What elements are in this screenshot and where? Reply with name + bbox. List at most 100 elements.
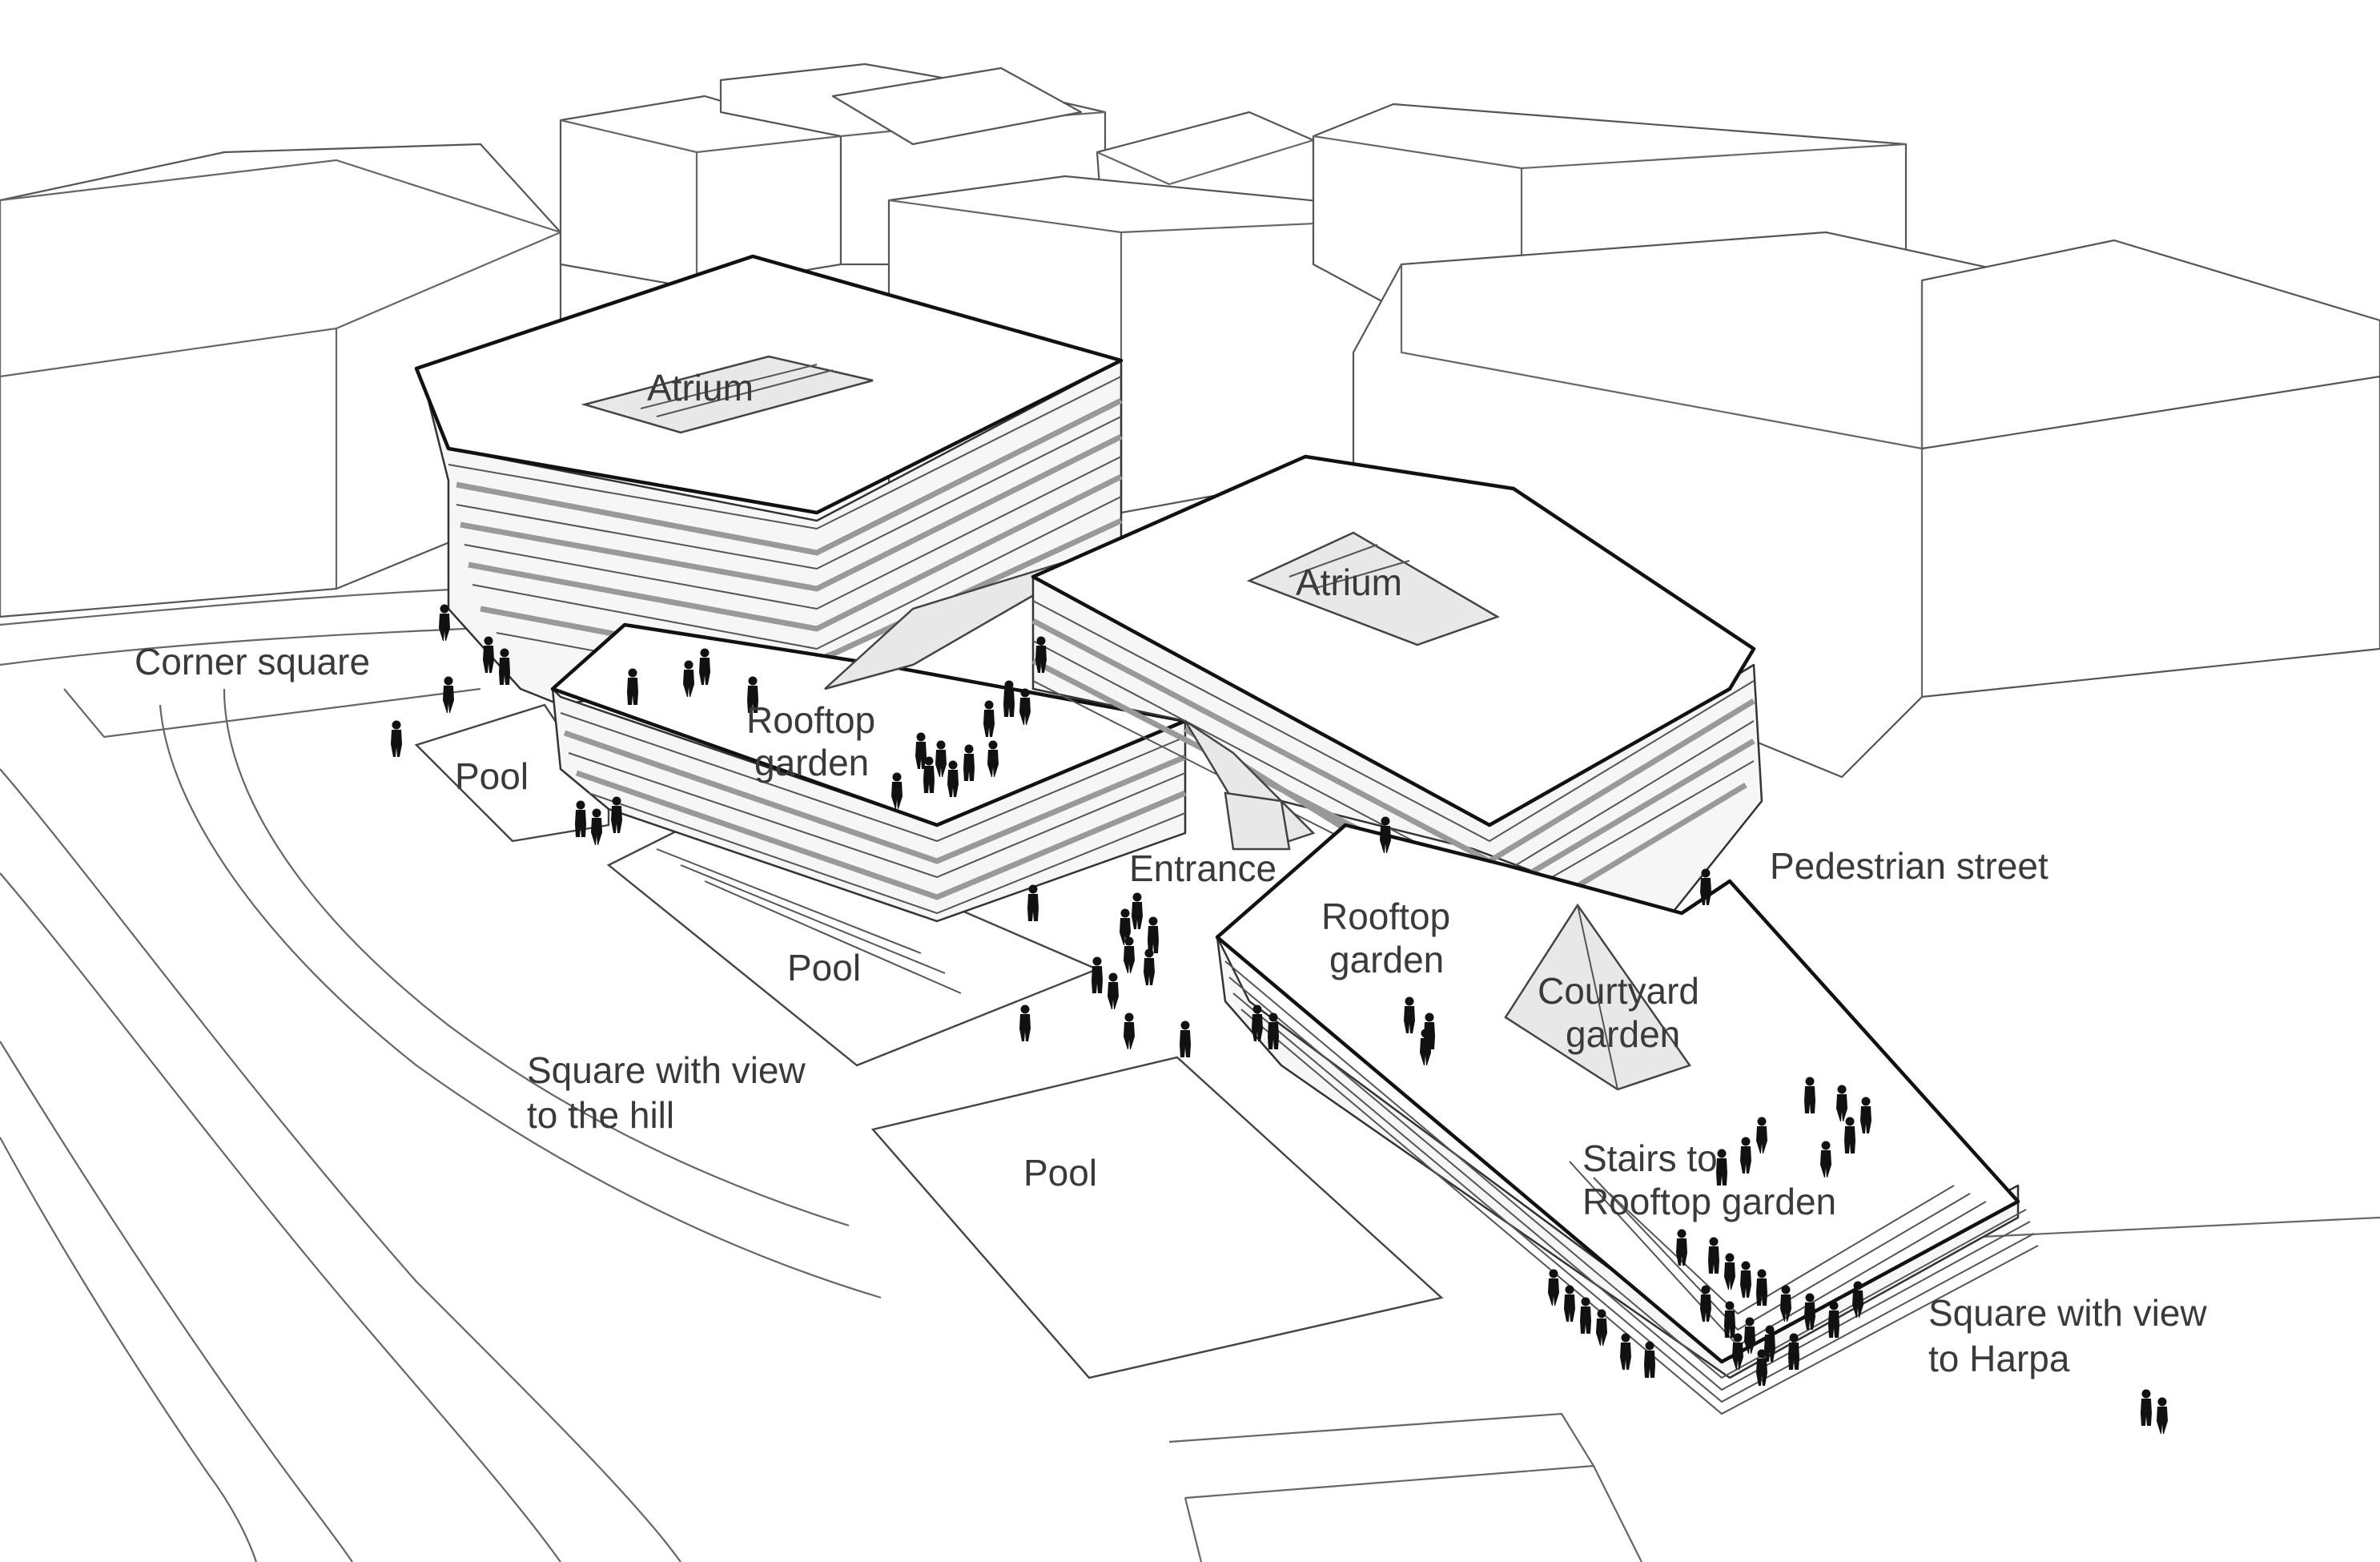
label-entrance: Entrance — [1129, 847, 1276, 889]
person-figure — [1596, 1309, 1607, 1346]
person-figure — [1644, 1341, 1655, 1378]
person-figure — [443, 676, 454, 713]
person-figure — [891, 772, 903, 809]
person-figure — [923, 756, 935, 793]
person-figure — [2157, 1397, 2168, 1434]
person-figure — [1404, 996, 1415, 1033]
label-rooftop-garden-right-2: garden — [1329, 939, 1444, 980]
person-figure — [699, 648, 710, 685]
person-figure — [499, 648, 510, 685]
person-figure — [915, 732, 927, 769]
person-figure — [1700, 1285, 1711, 1322]
labels: Atrium Atrium Corner square Pool Rooftop… — [135, 367, 2207, 1379]
person-figure — [1132, 892, 1143, 929]
label-pool-middle: Pool — [787, 947, 861, 988]
label-pool-large: Pool — [1023, 1152, 1097, 1194]
person-figure — [2141, 1389, 2152, 1426]
person-figure — [1144, 948, 1155, 985]
left-low-facade-bands — [560, 712, 1187, 915]
person-figure — [1420, 1029, 1431, 1065]
label-pool-small: Pool — [455, 755, 529, 797]
label-square-harpa-2: to Harpa — [1928, 1338, 2070, 1379]
person-figure — [1003, 680, 1015, 717]
person-figure — [1740, 1137, 1751, 1174]
person-figure — [1124, 936, 1135, 973]
person-figure — [1108, 972, 1119, 1009]
person-figure — [1148, 916, 1159, 953]
label-rooftop-garden-left-2: garden — [754, 742, 869, 783]
person-figure — [1756, 1269, 1767, 1306]
person-figure — [963, 744, 975, 781]
label-stairs-1: Stairs to — [1582, 1137, 1718, 1179]
person-figure — [1724, 1301, 1735, 1338]
people-figures — [391, 604, 2168, 1434]
person-figure — [1620, 1333, 1631, 1370]
person-figure — [591, 808, 602, 845]
label-square-harpa-1: Square with view — [1928, 1292, 2207, 1334]
label-corner-square: Corner square — [135, 641, 370, 682]
label-rooftop-garden-left-1: Rooftop — [746, 699, 875, 741]
person-figure — [1844, 1117, 1855, 1153]
person-figure — [1035, 636, 1047, 673]
person-figure — [987, 740, 999, 777]
context-block-top-3 — [831, 66, 1083, 146]
person-figure — [1740, 1261, 1751, 1298]
person-figure — [747, 676, 758, 713]
person-figure — [1180, 1021, 1191, 1057]
person-figure — [1732, 1333, 1743, 1370]
person-figure — [1780, 1285, 1791, 1322]
context-buildings — [0, 62, 2380, 779]
person-figure — [575, 800, 586, 837]
person-figure — [1708, 1237, 1719, 1274]
person-figure — [439, 604, 450, 641]
person-figure — [1756, 1117, 1767, 1153]
label-square-hill-1: Square with view — [527, 1049, 806, 1091]
person-figure — [1716, 1149, 1727, 1186]
person-figure — [627, 668, 638, 705]
person-figure — [1548, 1269, 1559, 1306]
right-tower-roof — [1031, 454, 1756, 827]
person-figure — [1268, 1012, 1279, 1049]
label-rooftop-garden-right-1: Rooftop — [1321, 896, 1450, 937]
person-figure — [1744, 1317, 1755, 1354]
person-figure — [1804, 1077, 1815, 1113]
person-figure — [1019, 688, 1031, 725]
person-figure — [1756, 1349, 1767, 1386]
person-figure — [1828, 1301, 1839, 1338]
person-figure — [1764, 1325, 1775, 1362]
person-figure — [611, 796, 622, 833]
person-figure — [1860, 1097, 1871, 1133]
person-figure — [1092, 956, 1103, 993]
left-atrium-opening — [581, 355, 874, 434]
label-stairs-2: Rooftop garden — [1582, 1181, 1836, 1222]
person-figure — [1852, 1281, 1863, 1318]
right-tower — [1031, 454, 1763, 933]
person-figure — [1124, 1012, 1135, 1049]
right-atrium-opening — [1246, 531, 1500, 646]
person-figure — [935, 740, 947, 777]
person-figure — [1027, 884, 1039, 921]
person-figure — [1820, 1141, 1831, 1178]
person-figure — [1676, 1229, 1687, 1266]
label-square-hill-2: to the hill — [527, 1094, 674, 1136]
person-figure — [1724, 1253, 1735, 1290]
pools — [414, 703, 1444, 1379]
pool-large — [870, 1056, 1444, 1379]
person-figure — [1788, 1333, 1799, 1370]
person-figure — [1380, 816, 1391, 853]
person-figure — [1252, 1004, 1263, 1041]
person-figure — [683, 660, 694, 697]
person-figure — [1804, 1293, 1815, 1330]
person-figure — [483, 636, 494, 673]
person-figure — [947, 760, 959, 797]
label-pedestrian-street: Pedestrian street — [1770, 845, 2048, 887]
person-figure — [1564, 1285, 1575, 1322]
label-atrium-left: Atrium — [647, 367, 754, 409]
person-figure — [1836, 1085, 1847, 1121]
left-rooftop-deck — [550, 622, 1188, 827]
person-figure — [1019, 1004, 1031, 1041]
label-courtyard-garden-2: garden — [1566, 1013, 1680, 1055]
right-stepped-block — [1215, 823, 2039, 1415]
